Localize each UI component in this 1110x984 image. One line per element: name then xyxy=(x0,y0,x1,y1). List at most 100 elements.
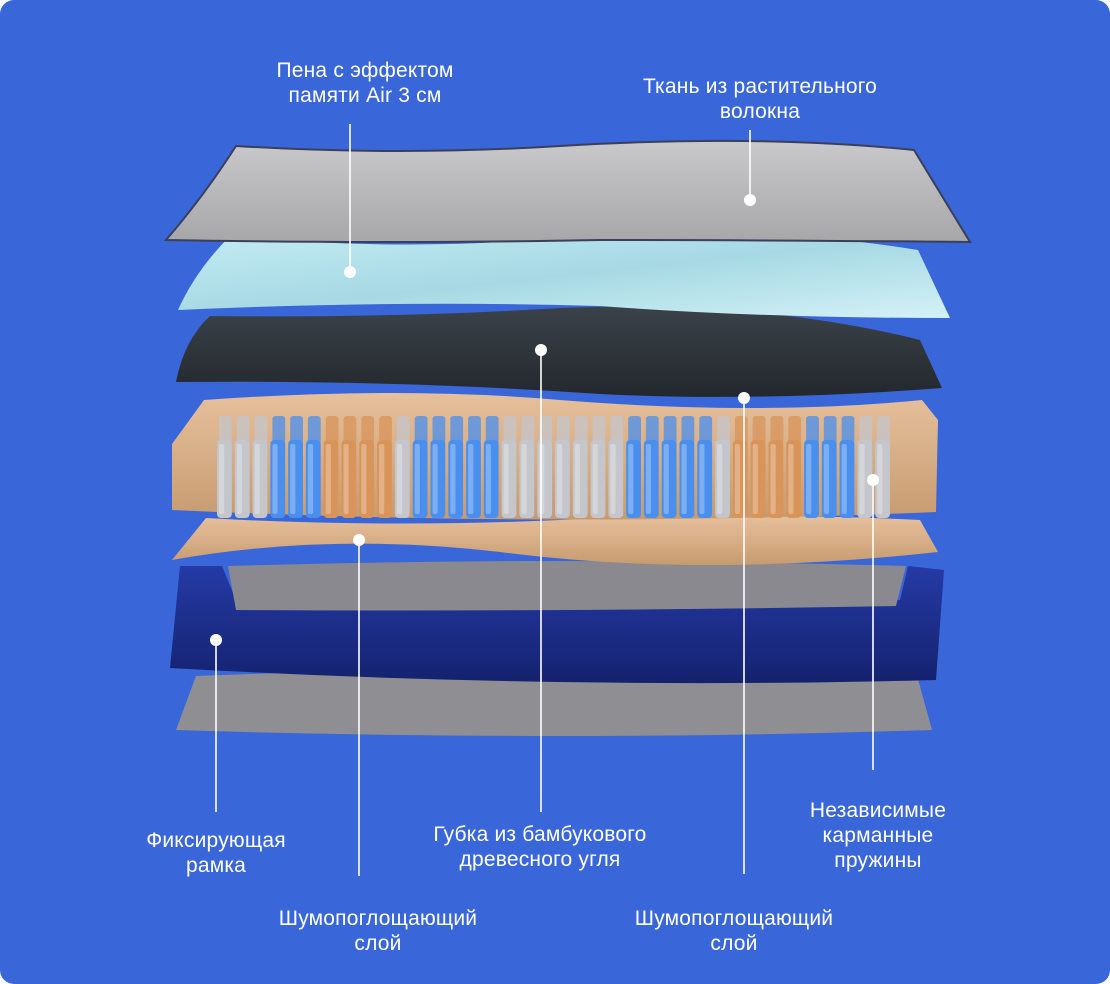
spring-highlight-8 xyxy=(361,444,367,514)
spring-column-21 xyxy=(590,440,606,518)
label-springs-line-2: карманные xyxy=(822,824,934,847)
spring-back-21 xyxy=(592,416,606,444)
spring-column-37 xyxy=(875,440,890,518)
spring-column-22 xyxy=(608,440,624,518)
spring-back-28 xyxy=(717,416,730,444)
spring-highlight-35 xyxy=(841,444,847,514)
spring-highlight-14 xyxy=(468,444,474,514)
label-memory-foam-line-2: памяти Air 3 см xyxy=(288,84,442,107)
spring-highlight-9 xyxy=(379,444,385,514)
spring-highlight-5 xyxy=(307,444,314,514)
spring-column-32 xyxy=(786,440,802,518)
label-charcoal-line-2: древесного угля xyxy=(459,848,621,871)
spring-highlight-29 xyxy=(734,444,741,514)
spring-back-34 xyxy=(823,416,837,444)
spring-column-27 xyxy=(697,440,713,518)
spring-column-35 xyxy=(839,440,855,518)
label-sound-bottom-line-1: Шумопоглощающий xyxy=(278,907,478,930)
label-memory-foam: Пена с эффектом памяти Air 3 см xyxy=(230,58,500,108)
spring-back-15 xyxy=(485,416,499,444)
label-springs-line-3: пружины xyxy=(834,849,922,872)
spring-column-23 xyxy=(626,440,641,518)
spring-back-20 xyxy=(574,416,588,444)
spring-back-2 xyxy=(254,416,268,444)
label-charcoal-line-1: Губка из бамбукового xyxy=(433,823,647,846)
memory-foam-layer xyxy=(178,233,950,318)
label-frame: Фиксирующая рамка xyxy=(110,828,322,878)
spring-highlight-1 xyxy=(236,444,242,514)
top-fabric-layer xyxy=(163,139,972,244)
spring-column-3 xyxy=(270,440,286,518)
spring-highlight-30 xyxy=(752,444,758,514)
spring-column-5 xyxy=(305,440,321,518)
pocket-spring-block xyxy=(172,393,938,520)
label-springs: Независимые карманные пружины xyxy=(768,798,988,873)
spring-back-11 xyxy=(414,416,428,444)
spring-column-19 xyxy=(555,440,570,518)
spring-back-29 xyxy=(734,416,748,444)
spring-column-6 xyxy=(323,440,339,518)
spring-back-12 xyxy=(432,416,446,444)
spring-back-18 xyxy=(539,416,552,444)
callout-dot-frame xyxy=(210,634,222,646)
spring-highlight-18 xyxy=(539,444,545,514)
label-springs-line-1: Независимые xyxy=(809,799,947,822)
spring-highlight-17 xyxy=(521,444,527,514)
spring-highlight-20 xyxy=(574,444,580,514)
spring-column-20 xyxy=(572,440,588,518)
spring-highlight-23 xyxy=(628,444,634,514)
spring-back-27 xyxy=(699,416,713,444)
label-sound-top-line-1: Шумопоглощающий xyxy=(634,907,834,930)
spring-column-7 xyxy=(341,440,357,518)
label-sound-bottom-line-2: слой xyxy=(354,932,402,955)
spring-back-1 xyxy=(236,416,250,444)
spring-highlight-26 xyxy=(681,444,687,514)
spring-back-22 xyxy=(610,416,624,444)
spring-back-36 xyxy=(859,416,873,444)
label-sound-top-line-2: слой xyxy=(710,932,758,955)
spring-back-19 xyxy=(557,416,570,444)
spring-back-4 xyxy=(290,416,303,444)
spring-column-36 xyxy=(857,440,873,518)
spring-highlight-33 xyxy=(806,444,812,514)
spring-column-4 xyxy=(288,440,303,518)
spring-back-30 xyxy=(752,416,766,444)
label-memory-foam-line-1: Пена с эффектом xyxy=(276,59,454,82)
spring-column-10 xyxy=(394,440,410,518)
bottom-fabric-layer xyxy=(176,667,932,736)
spring-highlight-7 xyxy=(343,444,349,514)
spring-highlight-25 xyxy=(663,444,669,514)
spring-back-32 xyxy=(788,416,802,444)
spring-highlight-21 xyxy=(592,444,598,514)
spring-highlight-32 xyxy=(788,444,794,514)
spring-back-24 xyxy=(645,416,659,444)
spring-column-17 xyxy=(519,440,535,518)
spring-back-35 xyxy=(841,416,855,444)
spring-highlight-2 xyxy=(254,444,260,514)
label-fabric-line-1: Ткань из растительного xyxy=(642,75,878,98)
spring-column-25 xyxy=(661,440,677,518)
spring-column-9 xyxy=(377,440,392,518)
spring-back-3 xyxy=(272,416,286,444)
spring-back-26 xyxy=(681,416,695,444)
callout-dots xyxy=(210,194,879,646)
spring-back-13 xyxy=(450,416,464,444)
spring-highlight-22 xyxy=(610,444,616,514)
spring-back-6 xyxy=(325,416,339,444)
spring-back-7 xyxy=(343,416,357,444)
spring-highlight-36 xyxy=(859,444,865,514)
spring-column-8 xyxy=(359,440,375,518)
callout-dot-charcoal xyxy=(535,344,547,356)
spring-back-23 xyxy=(628,416,641,444)
spring-highlight-24 xyxy=(645,444,652,514)
spring-back-37 xyxy=(877,416,890,444)
spring-column-12 xyxy=(430,440,446,518)
label-charcoal: Губка из бамбукового древесного угля xyxy=(390,822,690,872)
spring-highlight-16 xyxy=(503,444,509,514)
spring-back-25 xyxy=(663,416,677,444)
label-sound-bottom: Шумопоглощающий слой xyxy=(236,906,520,956)
spring-back-8 xyxy=(361,416,375,444)
spring-column-26 xyxy=(679,440,695,518)
spring-column-0 xyxy=(217,440,232,518)
